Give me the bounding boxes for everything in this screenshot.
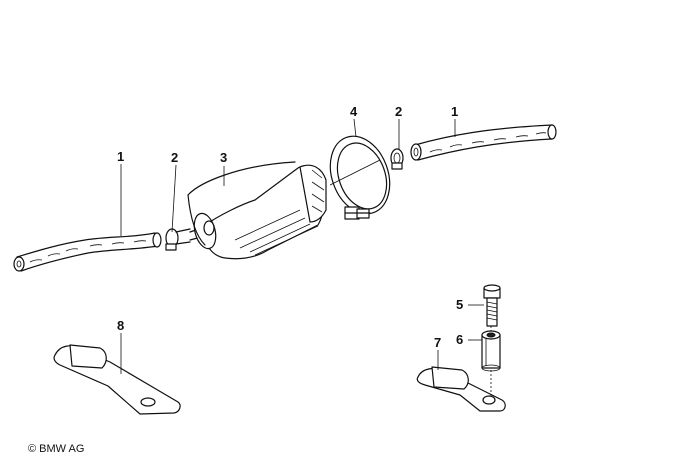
hose-clamp-right (390, 148, 404, 170)
callout-clamp-left: 2 (171, 150, 178, 165)
mounting-strap-right (416, 366, 506, 412)
fuel-hose-left (13, 232, 162, 272)
fuel-hose-right (410, 124, 557, 161)
callout-clamp-right: 2 (395, 104, 402, 119)
callout-strap-right: 7 (434, 335, 441, 350)
spacer-sleeve (481, 330, 501, 372)
fuel-filter (187, 161, 327, 260)
callout-bolt: 5 (456, 297, 463, 312)
filter-bracket-ring (329, 135, 391, 220)
callout-hose-right: 1 (451, 104, 458, 119)
bolt (483, 284, 501, 327)
callout-spacer: 6 (456, 332, 463, 347)
callout-filter: 3 (220, 150, 227, 165)
callout-bracket-ring: 4 (350, 104, 358, 119)
leader-lines (120, 118, 484, 374)
mounting-strap-left (53, 344, 181, 415)
callout-hose-left: 1 (117, 149, 124, 164)
copyright-notice: © BMW AG (28, 443, 85, 455)
callout-strap-left: 8 (117, 318, 124, 333)
hose-clamp-left (165, 228, 191, 251)
